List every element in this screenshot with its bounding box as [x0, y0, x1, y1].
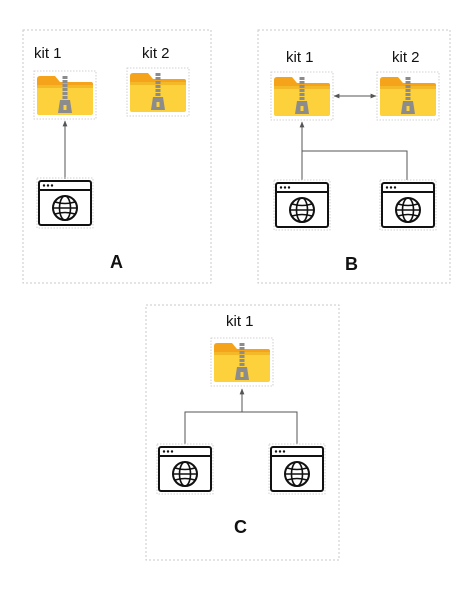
panel-a-frame — [22, 29, 212, 284]
panel-b-kit-2-label: kit 2 — [392, 49, 420, 66]
panel-b-connector-branch — [302, 150, 408, 180]
panel-c-frame — [145, 304, 340, 561]
panel-c-connector-branch — [184, 411, 298, 444]
panel-b-kit-2-zipped-folder-icon — [376, 71, 440, 121]
panel-c-kit-1-zipped-folder-icon — [210, 337, 274, 387]
panel-a-kit-1-zipped-folder-icon — [33, 70, 97, 120]
panel-a: kit 1 kit 2 A — [22, 29, 212, 284]
panel-a-kit-2-zipped-folder-icon — [126, 67, 190, 117]
panel-b-browser-1-globe-icon — [273, 179, 331, 231]
panel-b-label: B — [345, 254, 358, 274]
panel-b-browser-2-globe-icon — [379, 179, 437, 231]
panel-a-browser-globe-icon — [36, 177, 94, 229]
panel-c: kit 1 C — [145, 304, 340, 561]
panel-b-kit-1-zipped-folder-icon — [270, 71, 334, 121]
panel-b-kit-1-label: kit 1 — [286, 49, 314, 66]
panel-a-label: A — [110, 252, 123, 272]
panel-b: kit 1 kit 2 B — [257, 29, 451, 284]
panel-c-browser-2-globe-icon — [268, 443, 326, 495]
panel-c-browser-1-globe-icon — [156, 443, 214, 495]
panel-c-kit-1-label: kit 1 — [226, 313, 254, 330]
panel-b-frame — [257, 29, 451, 284]
panel-a-kit-2-label: kit 2 — [142, 45, 170, 62]
panel-c-label: C — [234, 517, 247, 537]
panel-a-kit-1-label: kit 1 — [34, 45, 62, 62]
